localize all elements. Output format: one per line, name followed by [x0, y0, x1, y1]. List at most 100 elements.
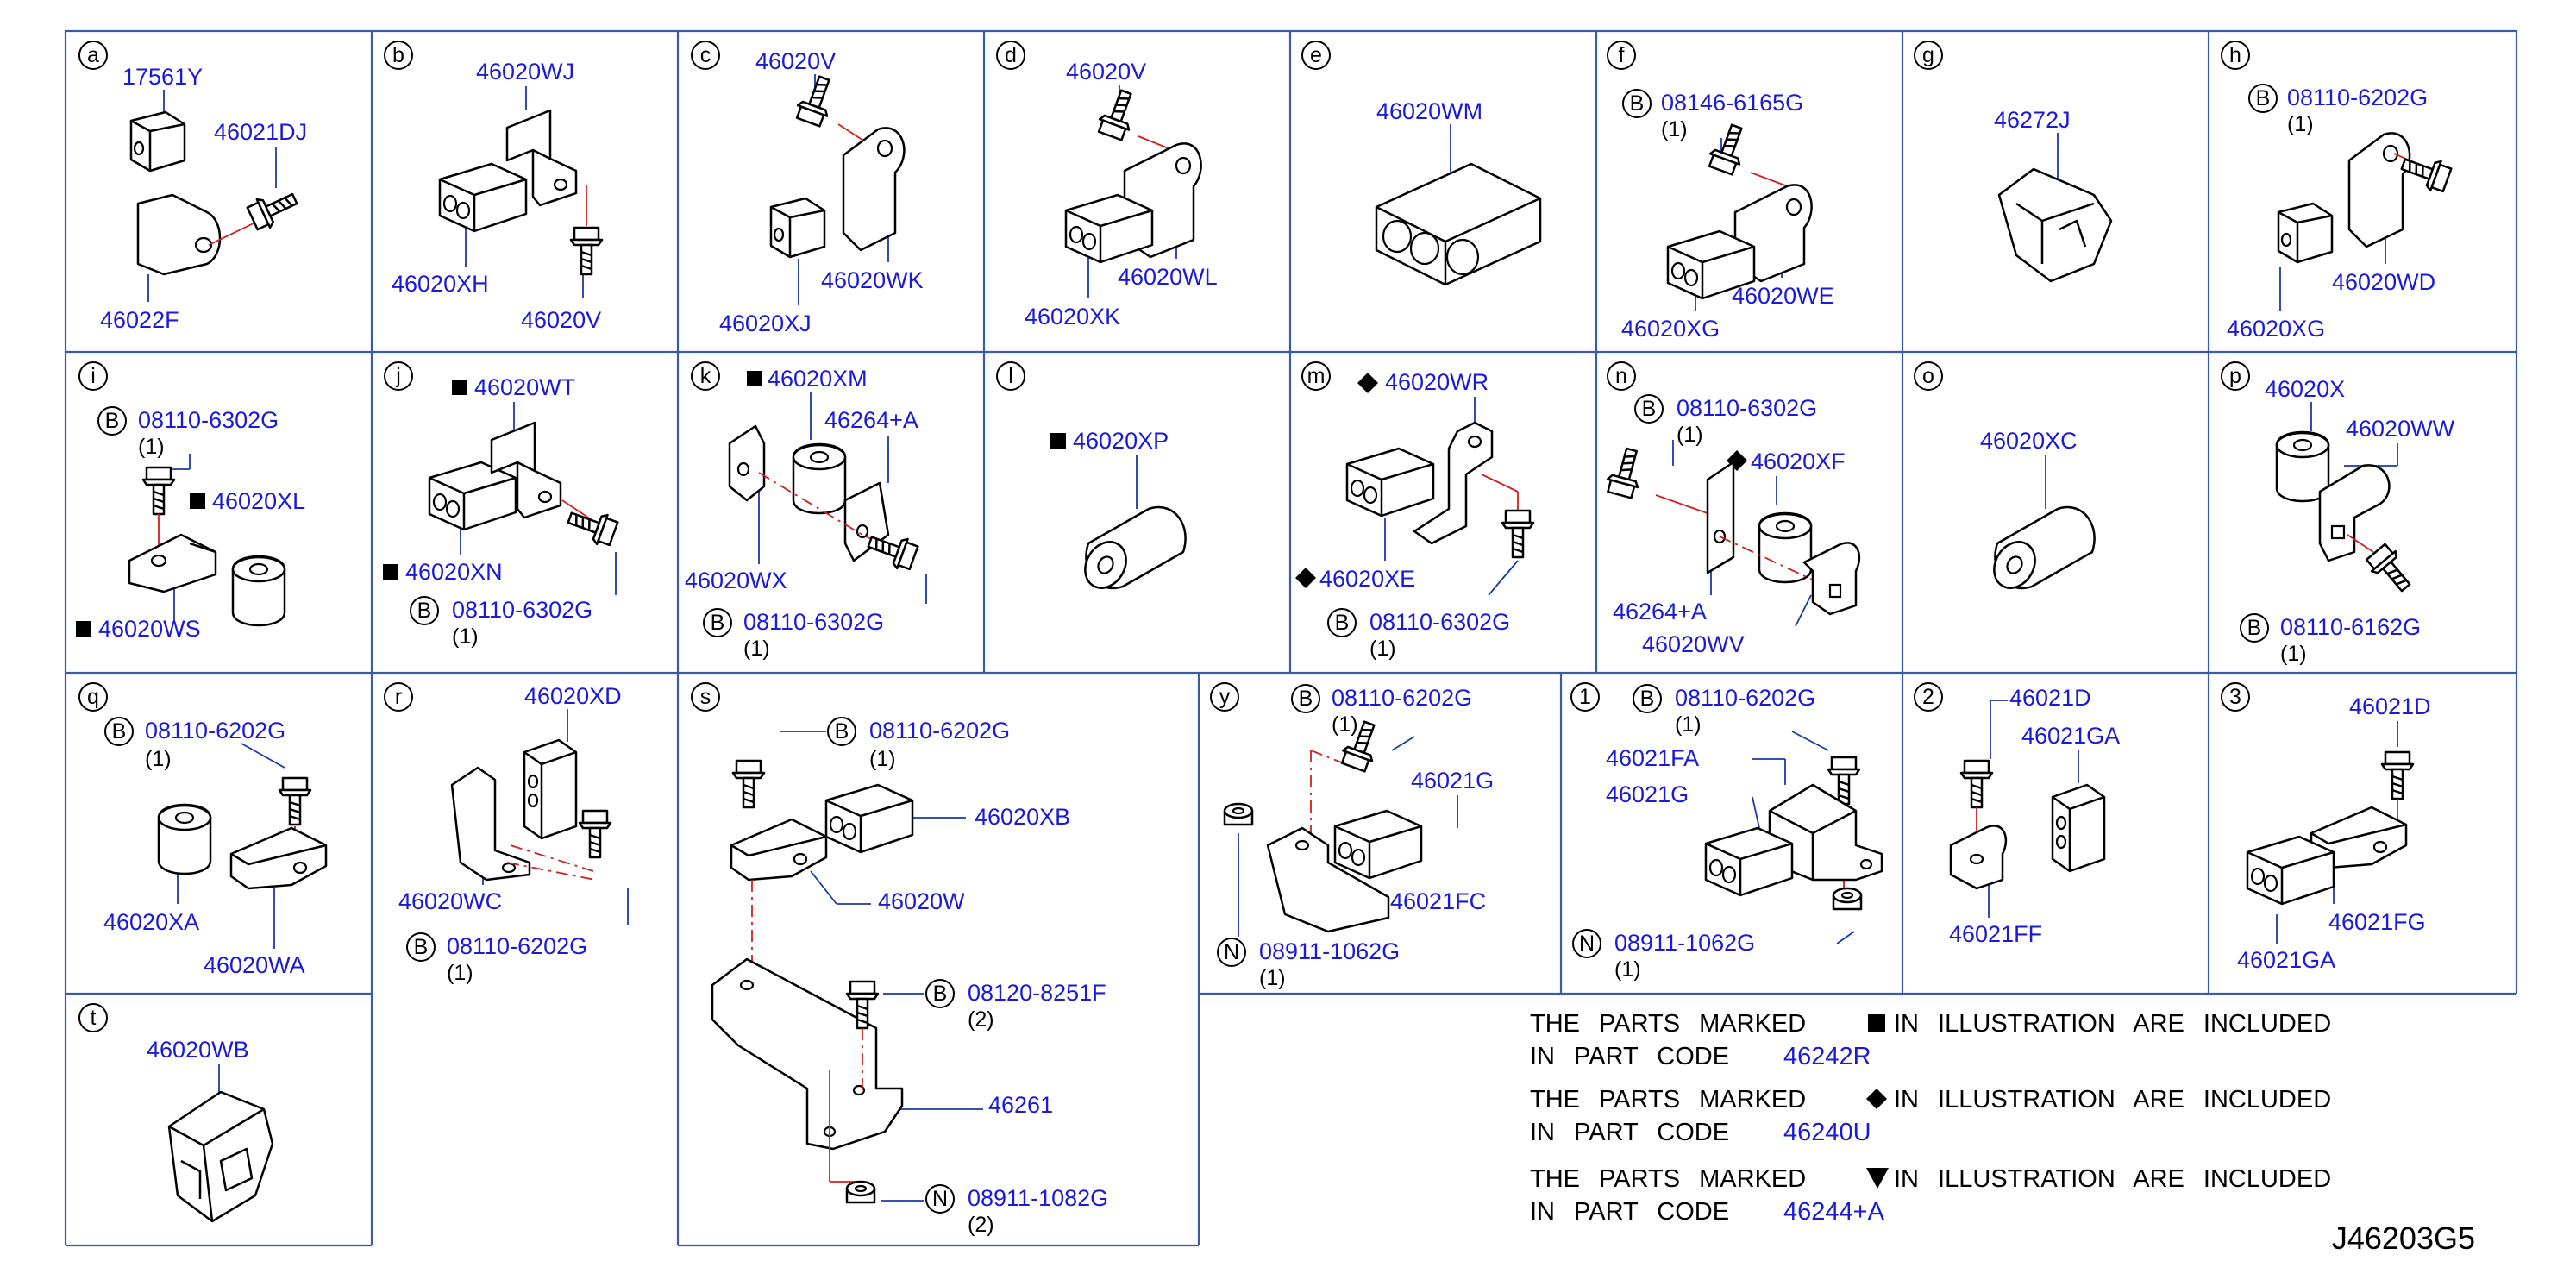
- clip-part: [167, 1090, 274, 1223]
- part-label: 46020XE: [1319, 566, 1415, 592]
- part-label: 08911-1062G: [1259, 938, 1400, 964]
- part-label: 46020XA: [103, 909, 199, 935]
- nut: [845, 1180, 876, 1204]
- diamond-mark: [1357, 373, 1378, 393]
- note-triangle: THE PARTS MARKED IN ILLUSTRATION ARE INC…: [1530, 1165, 2331, 1226]
- part-label: 08110-6162G: [2280, 614, 2421, 640]
- quantity: (1): [1677, 423, 1703, 447]
- bracket-part: [136, 193, 222, 276]
- cell-letter: h: [2229, 43, 2241, 67]
- rubber-mount: [1333, 809, 1423, 880]
- quantity: (1): [138, 435, 165, 459]
- bolt-prefix: B: [417, 599, 432, 623]
- rubber-mount: [231, 555, 286, 627]
- part-label: 46021FA: [1606, 745, 1699, 771]
- bracket-part: [1768, 783, 1883, 882]
- part-label: 46021D: [2009, 685, 2091, 711]
- quantity: (1): [447, 961, 473, 985]
- rubber-mount: [428, 461, 517, 531]
- square-mark: [76, 621, 91, 637]
- part-label: 46021DJ: [214, 119, 307, 145]
- part-label: 46020XL: [212, 488, 305, 514]
- part-label: 46020XP: [1073, 428, 1169, 454]
- nut: [1832, 887, 1863, 911]
- bolt: [578, 809, 612, 859]
- cell-letter: p: [2229, 364, 2241, 388]
- quantity: (2): [968, 1007, 994, 1032]
- bracket-part: [128, 533, 217, 593]
- cell-letter: q: [87, 685, 99, 709]
- cell-letter: l: [1008, 364, 1013, 388]
- part-label: 08110-6302G: [743, 609, 884, 635]
- bolt: [569, 226, 604, 276]
- part-label: 08911-1062G: [1614, 930, 1755, 956]
- bolt-prefix: B: [1299, 687, 1313, 711]
- part-label: 46020WW: [2346, 416, 2455, 442]
- sleeve-part: [1075, 505, 1187, 597]
- part-label: 46261: [988, 1092, 1053, 1118]
- square-mark: [1868, 1014, 1885, 1032]
- nut: [1223, 802, 1254, 826]
- part-label: 46020WV: [1642, 631, 1745, 657]
- rubber-mount: [769, 197, 826, 259]
- quantity: (1): [2280, 642, 2307, 666]
- part-label: 46020XG: [1621, 316, 1720, 342]
- rubber-mount: [2051, 783, 2106, 873]
- clip-part: [1997, 167, 2113, 283]
- nut-prefix: N: [1224, 940, 1239, 964]
- cell-letter: n: [1615, 364, 1627, 388]
- quantity: (1): [1369, 637, 1396, 661]
- rubber-mount: [2246, 835, 2335, 906]
- part-label: 46020XJ: [719, 311, 812, 336]
- part-label: 46020WC: [398, 888, 502, 914]
- cell-e: e 46020WM: [1301, 41, 1542, 286]
- quantity: (1): [1614, 957, 1641, 982]
- rubber-mount: [129, 110, 186, 173]
- cell-letter: 3: [2229, 685, 2241, 709]
- part-label: 46264+A: [1613, 599, 1707, 624]
- part-label: 46021G: [1606, 781, 1689, 807]
- part-label: 46020V: [521, 307, 601, 333]
- part-label: 46021FG: [2328, 909, 2426, 935]
- part-label: 17561Y: [122, 64, 203, 90]
- bolt-prefix: B: [1335, 611, 1350, 635]
- part-label: 08911-1082G: [968, 1185, 1108, 1211]
- quantity: (2): [968, 1213, 994, 1237]
- note-code: 46240U: [1783, 1119, 1871, 1146]
- bolt-prefix: B: [112, 719, 127, 744]
- cell-letter: k: [700, 364, 711, 388]
- cell-l: l 46020XP: [996, 361, 1187, 597]
- rubber-mount: [792, 442, 847, 515]
- bolt: [1959, 759, 1994, 809]
- rubber-mount: [2277, 202, 2334, 264]
- cell-y: y B 08110-6202G (1) 46021G 46021FC N 089…: [1210, 682, 1494, 990]
- quantity: (1): [1675, 712, 1702, 737]
- bracket-part: [842, 127, 906, 252]
- note-suffix: IN ILLUSTRATION ARE INCLUDED: [1894, 1086, 2331, 1114]
- part-label: 46020WA: [204, 952, 305, 978]
- cell-c: c 46020V 46020WK 46020XJ: [691, 41, 924, 336]
- quantity: (1): [1332, 712, 1358, 737]
- cell-letter: m: [1307, 364, 1326, 388]
- part-label: 08110-6202G: [1332, 685, 1472, 711]
- bolt-prefix: B: [105, 409, 120, 433]
- diamond-mark: [1866, 1089, 1887, 1109]
- bracket-part: [1706, 461, 1735, 574]
- part-label: 46022F: [100, 307, 179, 333]
- main-bracket: [711, 957, 904, 1151]
- cell-letter: 2: [1922, 685, 1934, 709]
- cell-p: p 46020X 46020WW B 08110-6162G (1): [2221, 361, 2455, 666]
- part-label: 08110-6302G: [452, 597, 592, 623]
- quantity: (1): [1259, 966, 1286, 990]
- bracket-part: [730, 818, 828, 882]
- bolt-prefix: B: [1630, 91, 1645, 116]
- notes: THE PARTS MARKED IN ILLUSTRATION ARE INC…: [1530, 1010, 2331, 1226]
- note-square: THE PARTS MARKED IN ILLUSTRATION ARE INC…: [1530, 1010, 2331, 1070]
- cell-letter: o: [1922, 364, 1934, 388]
- bolt: [1094, 85, 1142, 142]
- cell-letter: i: [91, 364, 96, 388]
- cell-b: b 46020WJ 46020XH 46020V: [384, 41, 604, 333]
- bracket-part: [450, 766, 531, 882]
- note-suffix: IN ILLUSTRATION ARE INCLUDED: [1894, 1010, 2331, 1038]
- bracket-part: [728, 424, 766, 502]
